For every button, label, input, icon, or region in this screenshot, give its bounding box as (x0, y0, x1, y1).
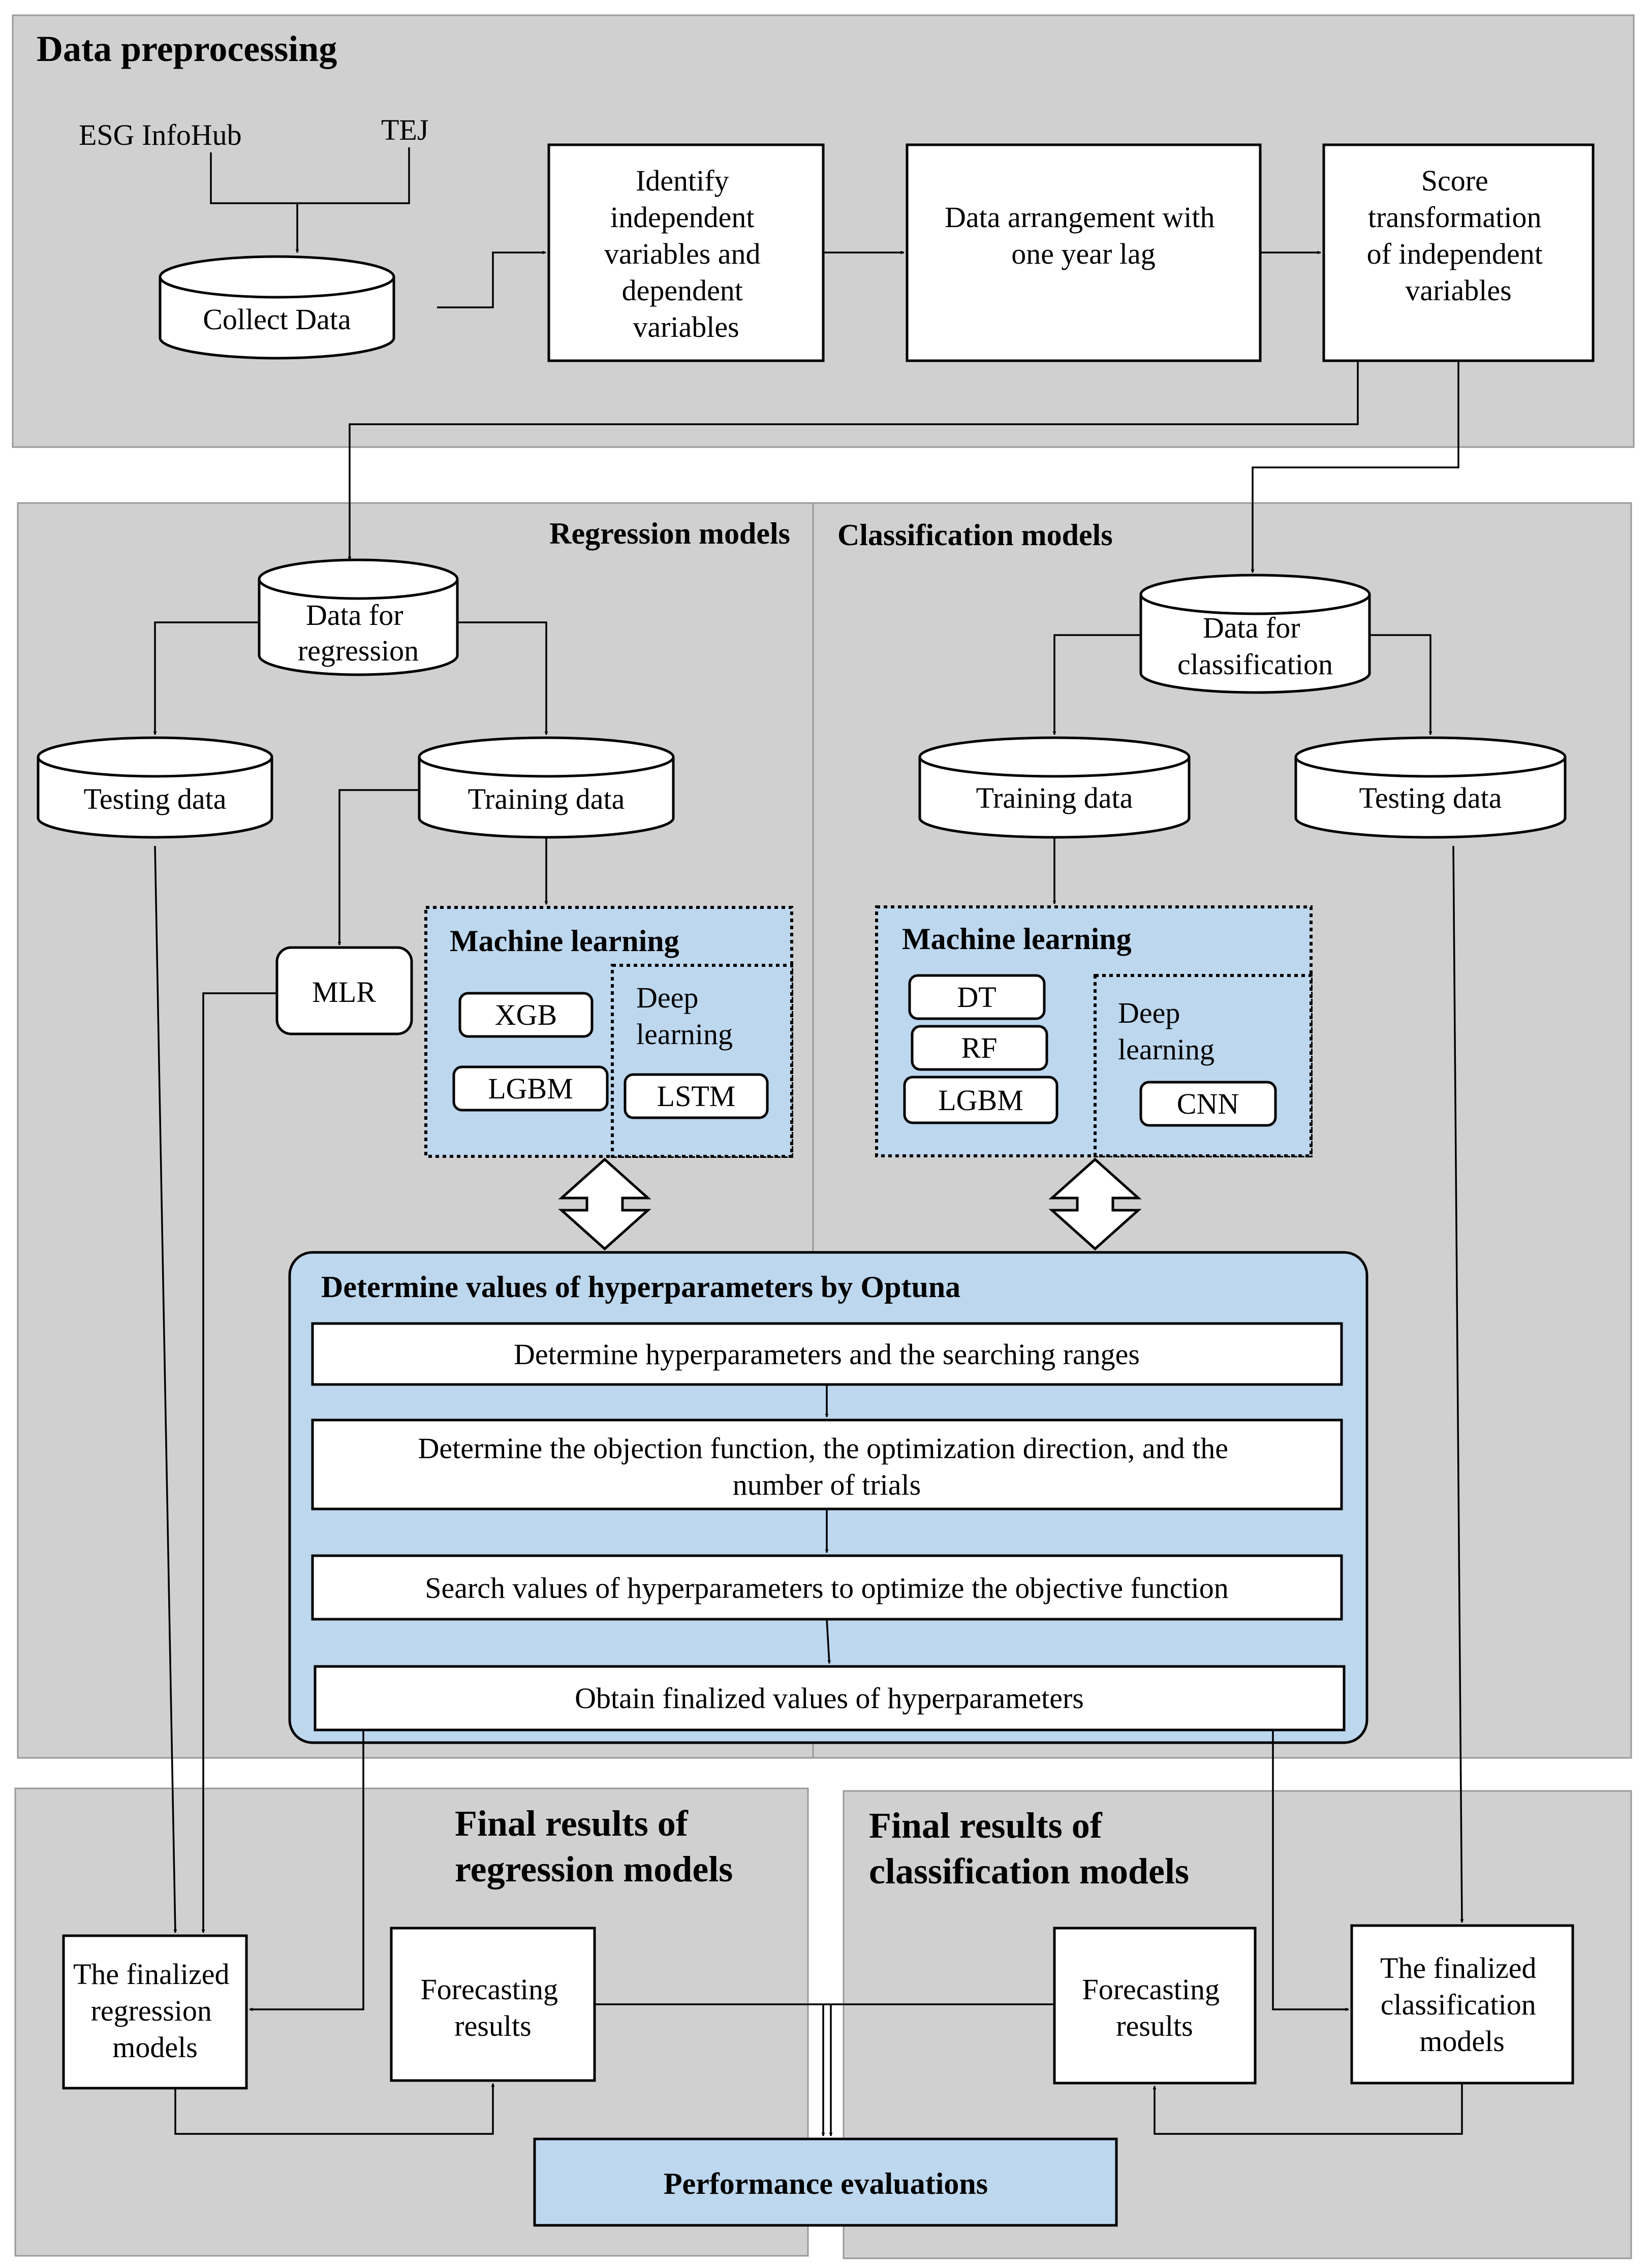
optuna-step2-label: Determine the objection function, the op… (418, 1432, 1235, 1501)
regression-lgbm-box (452, 1065, 609, 1112)
regression-deep-learning-label: Deep learning (636, 981, 733, 1051)
collect-to-identify-arrow (437, 250, 546, 308)
classification-finalized-to-forecast-arrow (1152, 2083, 1463, 2135)
regression-ml-title: Machine learning (450, 924, 679, 958)
dt-label: DT (957, 981, 996, 1014)
section-title-final-regression: Final results of regression models (455, 1803, 733, 1889)
cls-testing-to-finalized-arrow (1452, 845, 1464, 1923)
optuna-to-finalized-regression-arrow (249, 1730, 364, 2011)
training-to-mlr-arrow (337, 789, 419, 946)
esg-to-collect-line (210, 152, 297, 204)
collect-data-label: Collect Data (203, 303, 351, 336)
dt-box (908, 974, 1046, 1020)
classification-deep-learning-label: Deep learning (1118, 996, 1214, 1066)
optuna-step3-box (311, 1554, 1343, 1621)
classification-lgbm-box (903, 1076, 1058, 1124)
section-title-classification: Classification models (837, 518, 1113, 552)
data-for-regression-label: Data for regression (298, 598, 419, 667)
identify-variables-box (547, 143, 825, 362)
score-transformation-label: Score transformation of independent vari… (1367, 164, 1550, 307)
reg-testing-to-finalized-arrow (154, 845, 177, 1933)
classification-testing-data-cylinder: Testing data (1294, 736, 1567, 839)
cnn-box (1139, 1081, 1277, 1127)
finalized-classification-models-box (1350, 1924, 1574, 2085)
optuna-step1-label: Determine hyperparameters and the search… (514, 1338, 1140, 1371)
classification-forecasting-results-label: Forecasting results (1082, 1973, 1227, 2042)
regression-forecasting-results-label: Forecasting results (420, 1973, 565, 2042)
regression-forecasting-results-box (390, 1927, 596, 2082)
lstm-label: LSTM (657, 1080, 736, 1113)
optuna-step4-box (314, 1665, 1346, 1731)
score-transformation-box (1322, 143, 1595, 362)
score-to-classification-arrow (1251, 361, 1459, 573)
performance-evaluations-label: Performance evaluations (664, 2167, 988, 2200)
performance-evaluations-box (533, 2137, 1118, 2227)
classification-lgbm-label: LGBM (938, 1084, 1023, 1117)
mlr-to-finalized-arrow (201, 992, 277, 1933)
regression-finalized-to-forecast-arrow (174, 2083, 495, 2135)
classification-to-training-arrow (1052, 634, 1141, 735)
rf-box (911, 1025, 1048, 1071)
regression-training-data-cylinder: Training data (418, 736, 675, 839)
data-for-classification-cylinder: Data for classification (1139, 574, 1371, 694)
classification-ml-title: Machine learning (902, 922, 1132, 956)
identify-variables-label: Identify independent variables and depen… (604, 164, 768, 343)
collect-data-cylinder: Collect Data (159, 255, 395, 360)
classification-testing-data-label: Testing data (1359, 781, 1502, 814)
regression-testing-data-label: Testing data (83, 782, 226, 815)
regression-testing-data-cylinder: Testing data (37, 736, 273, 839)
xgb-label: XGB (495, 998, 557, 1031)
optuna-step3-to-4-arrow (826, 1619, 831, 1664)
regression-lgbm-label: LGBM (488, 1072, 573, 1105)
classification-to-testing-arrow (1369, 634, 1432, 735)
data-arrangement-box (906, 143, 1262, 362)
optuna-title: Determine values of hyperparameters by O… (321, 1270, 960, 1304)
optuna-step2-box (311, 1419, 1343, 1510)
mlr-box (275, 946, 413, 1035)
classification-training-data-label: Training data (976, 781, 1133, 814)
lstm-box (624, 1073, 769, 1119)
mlr-label: MLR (312, 975, 376, 1009)
xgb-box (458, 992, 594, 1038)
optuna-step4-label: Obtain finalized values of hyperparamete… (575, 1682, 1084, 1715)
section-title-regression: Regression models (549, 517, 790, 550)
score-to-regression-arrow (348, 361, 1359, 560)
regression-to-testing-arrow (153, 621, 259, 735)
finalized-regression-models-label: The finalized regression models (73, 1958, 237, 2064)
finalized-classification-models-label: The finalized classification models (1380, 1951, 1544, 2058)
regression-deep-learning-group (611, 964, 793, 1158)
data-arrangement-label: Data arrangement with one year lag (945, 201, 1222, 270)
source-esg-infohub: ESG InfoHub (79, 118, 242, 151)
optuna-step3-label: Search values of hyperparameters to opti… (425, 1571, 1229, 1604)
regression-to-training-arrow (457, 621, 548, 735)
section-title-preprocessing: Data preprocessing (37, 28, 337, 69)
source-tej: TEJ (381, 113, 428, 146)
cnn-label: CNN (1177, 1087, 1239, 1120)
data-for-classification-label: Data for classification (1177, 611, 1333, 681)
rf-label: RF (961, 1031, 998, 1064)
regression-double-arrow (558, 1157, 651, 1251)
classification-training-data-cylinder: Training data (918, 736, 1191, 839)
regression-training-data-label: Training data (468, 782, 625, 815)
tej-to-collect-line (297, 147, 410, 204)
optuna-to-finalized-classification-arrow (1272, 1730, 1349, 2011)
classification-double-arrow (1048, 1157, 1142, 1251)
data-for-regression-cylinder: Data for regression (258, 558, 459, 676)
section-title-final-classification: Final results of classification models (869, 1805, 1189, 1892)
finalized-regression-models-box (62, 1934, 248, 2090)
classification-forecasting-results-box (1053, 1927, 1257, 2085)
